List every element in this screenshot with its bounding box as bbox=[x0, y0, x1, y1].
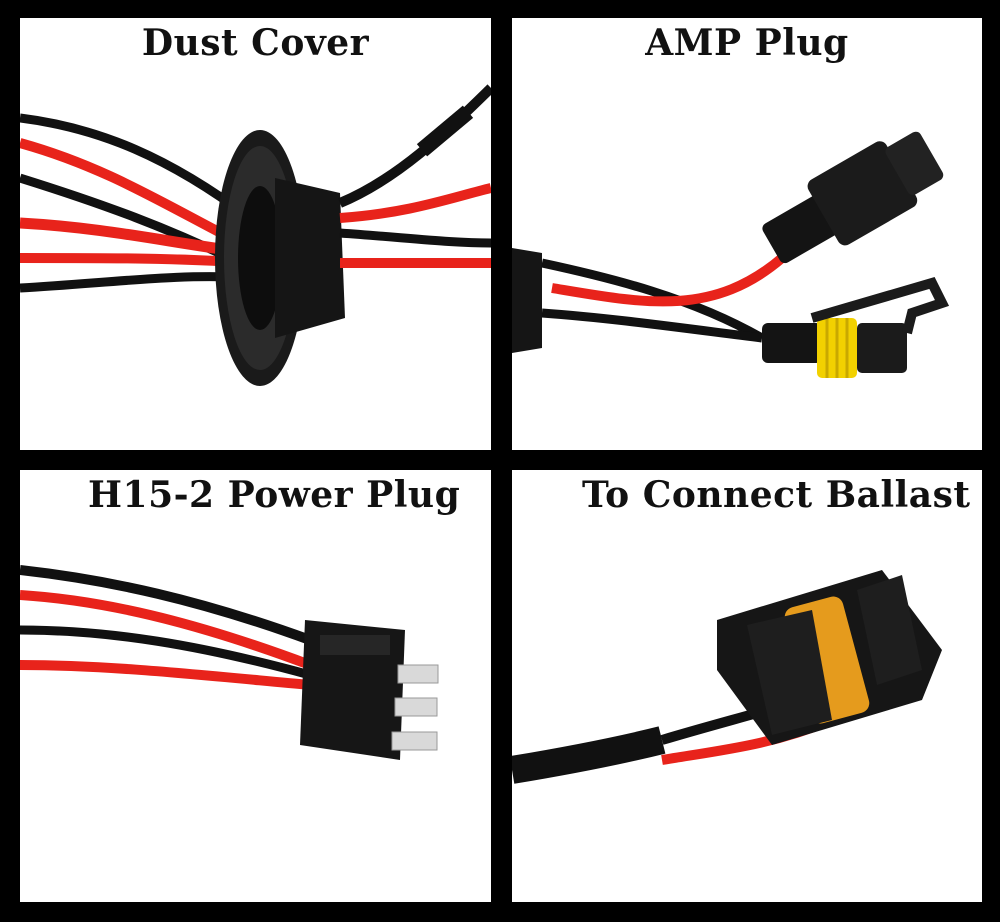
dust-cover-illustration bbox=[20, 84, 491, 386]
panel-to-connect-ballast: To Connect Ballast bbox=[512, 470, 982, 902]
panel-h15-2-power-plug: H15-2 Power Plug bbox=[20, 470, 491, 902]
panel-amp-plug: AMP Plug bbox=[512, 18, 982, 450]
h15-power-plug-illustration bbox=[20, 565, 439, 760]
caption-amp-plug: AMP Plug bbox=[645, 22, 849, 64]
caption-dust-cover: Dust Cover bbox=[141, 22, 370, 64]
caption-to-connect-ballast: To Connect Ballast bbox=[582, 474, 971, 516]
ballast-connector-illustration bbox=[512, 570, 942, 784]
amp-plug-illustration bbox=[512, 131, 950, 378]
panel-dust-cover: Dust Cover bbox=[20, 18, 491, 450]
caption-h15-2-power-plug: H15-2 Power Plug bbox=[88, 474, 461, 516]
